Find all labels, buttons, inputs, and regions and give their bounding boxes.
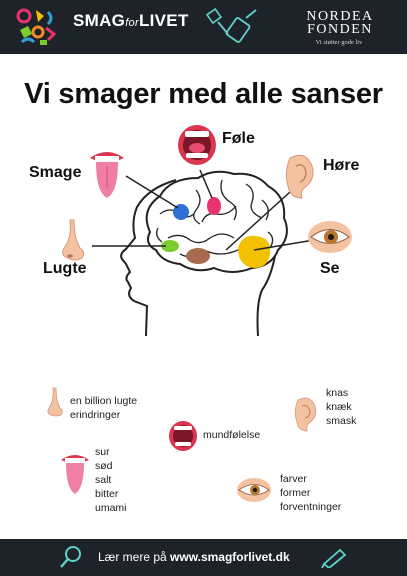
legend-smell-line: en billion lugte xyxy=(70,395,138,407)
sight-spot[interactable] xyxy=(238,235,271,268)
footer-link[interactable]: Lær mere på www.smagforlivet.dk xyxy=(98,550,290,564)
footer-prefix: Lær mere på xyxy=(98,550,167,564)
neck-outline xyxy=(256,249,277,337)
mouth-icon xyxy=(178,125,216,165)
eye-icon xyxy=(308,221,352,253)
logo-shapes-icon xyxy=(16,8,57,45)
connector-lines xyxy=(92,169,315,251)
head-brain-illustration xyxy=(92,169,315,337)
magnifier-icon xyxy=(60,546,81,568)
nose-icon xyxy=(47,387,63,417)
legend-taste-line: umami xyxy=(95,502,127,514)
header-bar xyxy=(0,0,407,54)
legend-hearing-line: smask xyxy=(326,415,357,427)
logo-small-text: for xyxy=(125,17,139,29)
partner-line2: FONDEN xyxy=(307,22,373,37)
sense-label-taste: Smage xyxy=(29,164,82,181)
legend-taste-line: sur xyxy=(95,446,110,458)
partner-tagline: Vi støtter gode liv xyxy=(315,39,363,46)
mouth-icon xyxy=(169,421,197,451)
legend-touch: mundfølelse xyxy=(203,429,261,441)
page-title: Vi smager med alle sanser xyxy=(24,78,383,110)
legend-hearing-line: knas xyxy=(326,387,349,399)
eye-icon xyxy=(237,478,271,502)
legend-sight: farver former forventninger xyxy=(280,472,341,514)
nose-icon xyxy=(62,219,85,261)
partner-logo[interactable]: NORDEA FONDEN xyxy=(300,9,380,37)
legend-smell-line: erindringer xyxy=(70,409,121,421)
sense-label-smell: Lugte xyxy=(43,260,87,277)
legend-sight-line: former xyxy=(280,487,311,499)
tongue-icon xyxy=(61,455,89,494)
brand-logo[interactable]: SMAGforLIVET xyxy=(73,11,189,31)
legend-taste-line: bitter xyxy=(95,488,119,500)
tongue-icon xyxy=(90,152,124,198)
legend-hearing: knas knæk smask xyxy=(326,386,356,428)
touch-spot[interactable] xyxy=(207,197,221,215)
legend-sight-line: forventninger xyxy=(280,501,342,513)
sense-label-hearing: Høre xyxy=(323,157,360,174)
kitchen-tools-icon xyxy=(206,8,257,43)
logo-end-text: LIVET xyxy=(138,11,189,30)
smell-spot[interactable] xyxy=(161,240,179,252)
logo-main-text: SMAG xyxy=(73,11,126,30)
legend-smell: en billion lugte erindringer xyxy=(70,394,137,422)
ear-icon xyxy=(294,397,317,432)
legend-taste-line: salt xyxy=(95,474,112,486)
ear-icon xyxy=(285,154,314,199)
head-outline xyxy=(120,179,177,337)
pencil-icon xyxy=(321,548,347,568)
legend-sight-line: farver xyxy=(280,473,307,485)
sense-label-touch: Føle xyxy=(222,130,255,147)
legend-taste: sur sød salt bitter umami xyxy=(95,445,127,515)
legend-taste-line: sød xyxy=(95,460,113,472)
footer-url[interactable]: www.smagforlivet.dk xyxy=(170,550,290,564)
taste-center-spot[interactable] xyxy=(186,248,210,264)
partner-line1: NORDEA xyxy=(306,9,374,24)
legend-hearing-line: knæk xyxy=(326,401,352,413)
sense-label-sight: Se xyxy=(320,260,340,277)
